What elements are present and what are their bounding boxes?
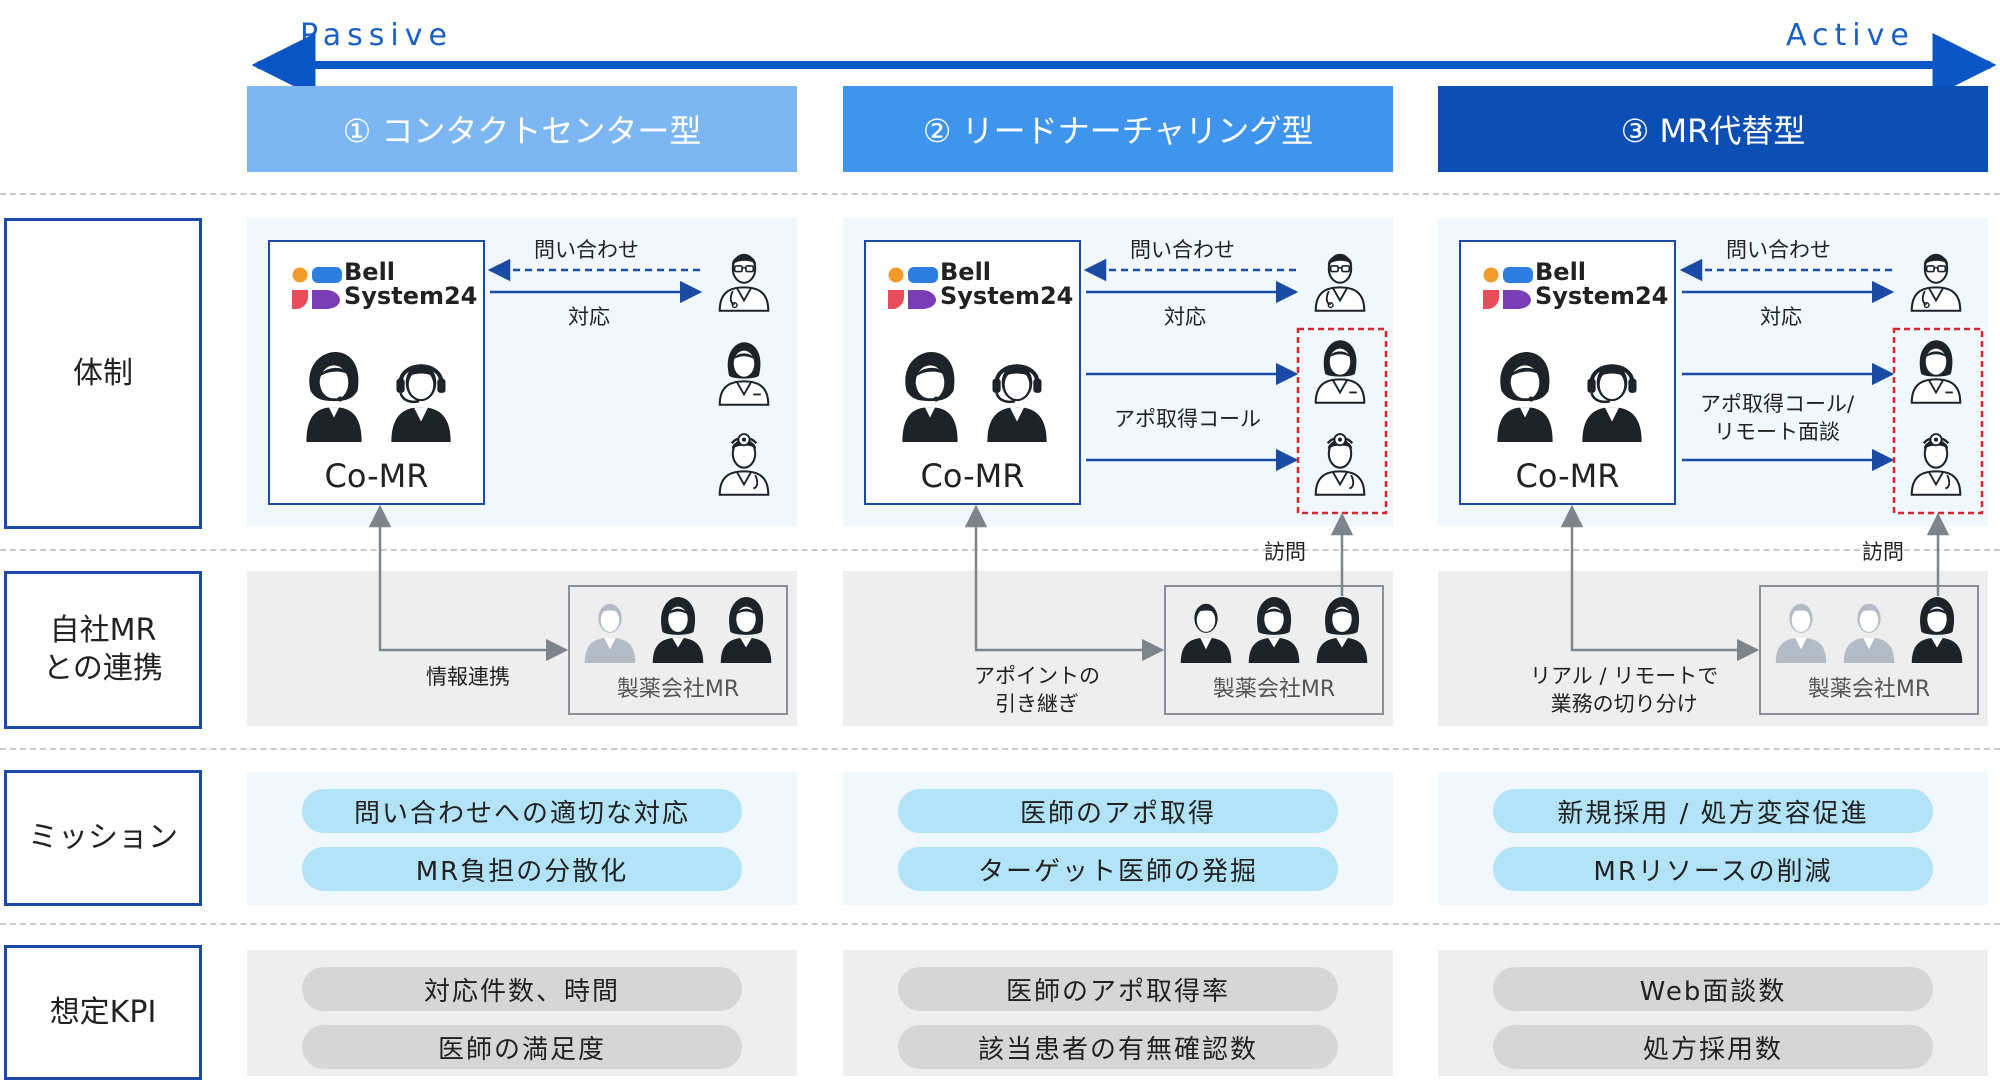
mission-pill: 医師のアポ取得 bbox=[898, 789, 1338, 833]
kpi-pill: Web面談数 bbox=[1493, 967, 1933, 1011]
mission-pill: MRリソースの削減 bbox=[1493, 847, 1933, 891]
operator-headset-icon bbox=[385, 350, 457, 442]
operator-female-icon bbox=[298, 350, 370, 442]
bell-system24-logo bbox=[1481, 264, 1537, 314]
mr-person-icon bbox=[650, 595, 706, 663]
kpi-pill: 処方採用数 bbox=[1493, 1025, 1933, 1069]
visit-label: 訪問 bbox=[1862, 540, 1904, 564]
response-label: 対応 bbox=[568, 305, 610, 329]
active-label: Active bbox=[1786, 18, 1915, 53]
pharma-mr-box-3: 製薬会社MR bbox=[1759, 585, 1979, 715]
mr-person-inactive-icon bbox=[1841, 595, 1897, 663]
operator-headset-icon bbox=[1576, 350, 1648, 442]
mission-pill: MR負担の分散化 bbox=[302, 847, 742, 891]
operator-female-icon bbox=[1489, 350, 1561, 442]
separator bbox=[0, 923, 2000, 925]
pharma-mr-box-1: 製薬会社MR bbox=[568, 585, 788, 715]
operator-headset-icon bbox=[981, 350, 1053, 442]
co-mr-label: Co-MR bbox=[920, 457, 1025, 495]
pharma-mr-label: 製薬会社MR bbox=[1212, 677, 1336, 702]
doctor-head-mirror-icon bbox=[716, 430, 772, 496]
mr-person-icon bbox=[1178, 595, 1234, 663]
doctor-glasses-icon bbox=[716, 246, 772, 312]
model-header-contact-center: ① コンタクトセンター型 bbox=[247, 86, 797, 172]
row-label-kpi: 想定KPI bbox=[4, 945, 202, 1080]
row-label-structure: 体制 bbox=[4, 218, 202, 529]
mr-person-icon bbox=[1909, 595, 1965, 663]
passive-label: Passive bbox=[300, 18, 453, 53]
inquiry-label: 問い合わせ bbox=[1726, 238, 1831, 262]
row-label-collaboration: 自社MR との連携 bbox=[4, 571, 202, 729]
kpi-pill: 医師の満足度 bbox=[302, 1025, 742, 1069]
mr-person-icon bbox=[1314, 595, 1370, 663]
response-label: 対応 bbox=[1760, 305, 1802, 329]
appointment-remote-label: アポ取得コール/リモート面談 bbox=[1700, 392, 1855, 444]
bell-system24-logo bbox=[886, 264, 942, 314]
separator bbox=[0, 549, 2000, 551]
model-header-lead-nurturing: ② リードナーチャリング型 bbox=[843, 86, 1393, 172]
doctor-female-icon bbox=[1908, 338, 1964, 404]
co-mr-label: Co-MR bbox=[324, 457, 429, 495]
doctor-head-mirror-icon bbox=[1908, 430, 1964, 496]
mission-pill: 新規採用 / 処方変容促進 bbox=[1493, 789, 1933, 833]
mission-pill: ターゲット医師の発掘 bbox=[898, 847, 1338, 891]
row-label-collaboration-line2: との連携 bbox=[43, 651, 163, 686]
handover-label: アポイントの引き継ぎ bbox=[974, 664, 1100, 716]
kpi-pill: 該当患者の有無確認数 bbox=[898, 1025, 1338, 1069]
kpi-pill: 医師のアポ取得率 bbox=[898, 967, 1338, 1011]
mr-person-inactive-icon bbox=[582, 595, 638, 663]
separator bbox=[0, 193, 2000, 195]
doctor-head-mirror-icon bbox=[1312, 430, 1368, 496]
row-label-mission: ミッション bbox=[4, 770, 202, 906]
doctor-glasses-icon bbox=[1908, 246, 1964, 312]
doctor-female-icon bbox=[1312, 338, 1368, 404]
model-header-mr-replacement: ③ MR代替型 bbox=[1438, 86, 1988, 172]
co-mr-label: Co-MR bbox=[1515, 457, 1620, 495]
doctor-female-icon bbox=[716, 340, 772, 406]
mr-person-inactive-icon bbox=[1773, 595, 1829, 663]
operator-female-icon bbox=[894, 350, 966, 442]
pharma-mr-label: 製薬会社MR bbox=[616, 677, 740, 702]
doctor-glasses-icon bbox=[1312, 246, 1368, 312]
row-label-collaboration-line1: 自社MR bbox=[49, 613, 157, 648]
info-share-label: 情報連携 bbox=[426, 665, 510, 689]
separator bbox=[0, 748, 2000, 750]
kpi-pill: 対応件数、時間 bbox=[302, 967, 742, 1011]
appointment-call-label: アポ取得コール bbox=[1114, 407, 1261, 431]
visit-label: 訪問 bbox=[1264, 540, 1306, 564]
mr-person-icon bbox=[718, 595, 774, 663]
inquiry-label: 問い合わせ bbox=[534, 238, 639, 262]
mission-pill: 問い合わせへの適切な対応 bbox=[302, 789, 742, 833]
inquiry-label: 問い合わせ bbox=[1130, 238, 1235, 262]
pharma-mr-box-2: 製薬会社MR bbox=[1164, 585, 1384, 715]
mr-person-icon bbox=[1246, 595, 1302, 663]
response-label: 対応 bbox=[1164, 305, 1206, 329]
split-work-label: リアル / リモートで業務の切り分け bbox=[1530, 664, 1719, 716]
pharma-mr-label: 製薬会社MR bbox=[1807, 677, 1931, 702]
bell-system24-logo bbox=[290, 264, 346, 314]
